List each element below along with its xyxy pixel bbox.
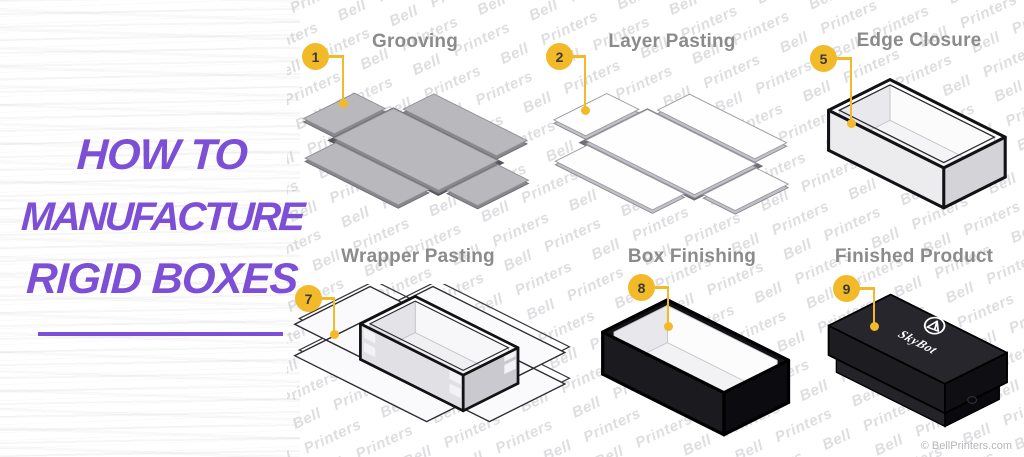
step-5-connector-v xyxy=(849,57,852,121)
logo-triangle-icon xyxy=(926,320,940,332)
blank-flap-left xyxy=(552,92,640,137)
tray-corner-edges xyxy=(601,330,791,437)
wrapper-pasting-diagram xyxy=(293,284,571,423)
edge-closure-diagram xyxy=(827,78,1007,210)
step-9-connector-v xyxy=(872,287,875,325)
blank-flap-top xyxy=(402,93,529,157)
label-box-finishing: Box Finishing xyxy=(627,246,757,267)
tray-outer-wall-left xyxy=(828,110,944,208)
title-line-1: HOW TO xyxy=(75,131,249,179)
wrapped-tray xyxy=(359,294,520,413)
tray-corner-edges xyxy=(827,108,1007,210)
tray-outer-wall-right xyxy=(943,137,1006,208)
step-8-badge: 8 xyxy=(628,274,655,301)
page-title: HOW TO MANUFACTURE RIGID BOXES xyxy=(2,124,322,310)
title-underline xyxy=(38,332,283,336)
step-8-connector-dot xyxy=(663,322,673,331)
label-finished-product: Finished Product xyxy=(834,246,994,267)
step-2-connector-h xyxy=(573,55,586,58)
step-1-connector-v xyxy=(341,55,344,102)
step-5-connector-dot xyxy=(846,119,856,128)
blank-flap-bottom xyxy=(304,142,430,206)
step-7-badge: 7 xyxy=(295,285,322,312)
step-2-connector-v xyxy=(583,55,586,109)
step-9-badge: 9 xyxy=(833,275,860,302)
step-1-connector-h xyxy=(329,55,344,58)
copyright-text: © BellPrinters.com xyxy=(920,440,1012,452)
step-8-connector-h xyxy=(655,286,669,289)
label-grooving: Grooving xyxy=(371,31,459,52)
step-8-connector-v xyxy=(666,286,669,325)
blank-flap-right xyxy=(702,167,790,212)
glue-patches xyxy=(363,328,516,399)
step-2-badge: 2 xyxy=(546,43,573,70)
title-line-2: MANUFACTURE xyxy=(20,195,304,239)
step-5-badge: 5 xyxy=(810,45,837,72)
grooving-diagram xyxy=(302,92,530,210)
step-5-connector-h xyxy=(837,57,852,60)
step-2-connector-dot xyxy=(580,106,590,115)
blank-flap-bottom xyxy=(554,144,686,211)
thumb-notch xyxy=(967,396,978,404)
label-wrapper-pasting: Wrapper Pasting xyxy=(341,246,495,267)
step-7-connector-h xyxy=(322,297,335,300)
finished-product-diagram: SkyBot xyxy=(827,293,1008,428)
title-line-3: RIGID BOXES xyxy=(25,255,299,303)
step-1-connector-dot xyxy=(338,99,348,108)
blank-flap-top xyxy=(656,93,788,160)
box-finishing-diagram xyxy=(601,298,791,437)
step-7-connector-dot xyxy=(329,330,339,339)
tray-outer-wall-right xyxy=(723,360,789,435)
blank-center-panel xyxy=(584,108,758,196)
paper-texture-background xyxy=(0,0,300,457)
step-1-badge: 1 xyxy=(302,43,329,70)
step-7-connector-v xyxy=(332,297,335,333)
label-edge-closure: Edge Closure xyxy=(856,30,982,51)
label-layer-pasting: Layer Pasting xyxy=(608,31,736,52)
tray-outer-wall-left xyxy=(602,332,724,435)
step-9-connector-h xyxy=(860,287,875,290)
blank-center-panel xyxy=(333,107,499,191)
layer-pasting-diagram xyxy=(552,92,790,215)
blank-flap-left xyxy=(302,92,387,135)
blank-flap-right xyxy=(445,164,530,207)
step-9-connector-dot xyxy=(869,322,879,331)
logo-circle-icon xyxy=(923,316,946,335)
tray-inner-rim-edge xyxy=(837,84,996,164)
